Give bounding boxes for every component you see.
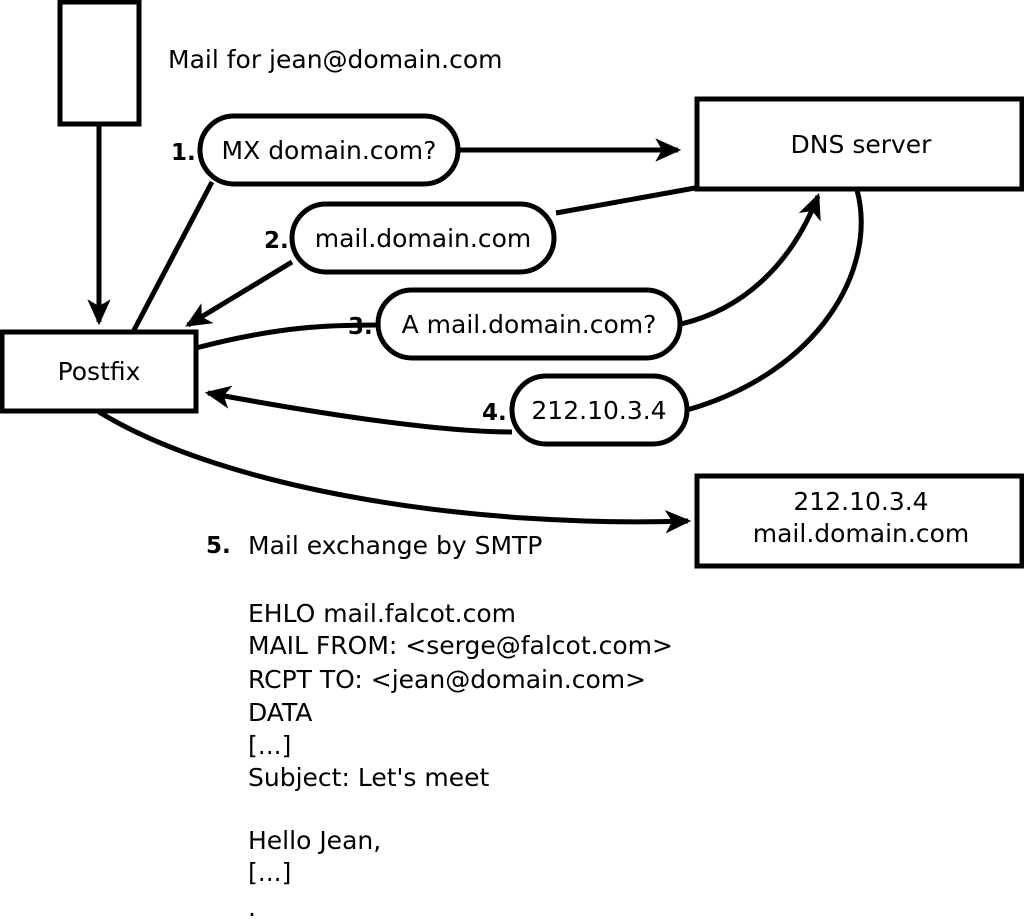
edge-step2-from-dns [555,185,696,216]
caption-mail-for: Mail for jean@domain.com [168,45,503,74]
source-box [57,0,142,127]
transcript-line-3: DATA [248,698,312,727]
transcript-line-4: [...] [248,731,291,760]
bubble-step1 [197,113,461,187]
bubble-step2 [289,201,557,275]
step-number-4: 4. [482,400,507,426]
bubble-step1-label: MX domain.com? [222,136,437,165]
bubble-step3-label: A mail.domain.com? [402,310,657,339]
target-mail-server-box [694,473,1024,569]
bubble-step4 [509,373,690,447]
transcript-line-0: EHLO mail.falcot.com [248,599,516,628]
transcript-line-8: [...] [248,858,291,887]
edge-step5-smtp [97,409,692,534]
edge-step3-tail [195,322,379,351]
step5-label: Mail exchange by SMTP [248,531,542,560]
dns-server-box-label: DNS server [791,130,933,159]
edge-step4-from-dns [686,189,864,413]
edge-step4-to-postfix [204,385,513,435]
transcript-line-1: MAIL FROM: <serge@falcot.com> [248,631,673,660]
step-number-3: 3. [348,314,373,340]
step-number-2: 2. [264,228,289,254]
postfix-box [0,329,199,414]
transcript-line-10: . [248,893,256,919]
bubble-step2-label: mail.domain.com [315,224,531,253]
bubble-step4-label: 212.10.3.4 [531,396,666,425]
edge-step3-to-dns [680,192,821,327]
target-mail-server-hostname: mail.domain.com [753,519,969,548]
step-number-1: 1. [171,140,196,166]
postfix-box-label: Postfix [58,357,141,386]
transcript-line-5: Subject: Let's meet [248,763,489,792]
bubble-step3 [375,287,683,361]
dns-server-box [694,96,1024,192]
edge-step2-to-postfix [185,259,294,328]
transcript-line-7: Hello Jean, [248,826,381,855]
transcript-line-2: RCPT TO: <jean@domain.com> [248,665,646,694]
edge-step1-tail [130,180,215,334]
target-mail-server-ip: 212.10.3.4 [793,487,928,516]
step-number-5: 5. [206,533,231,559]
